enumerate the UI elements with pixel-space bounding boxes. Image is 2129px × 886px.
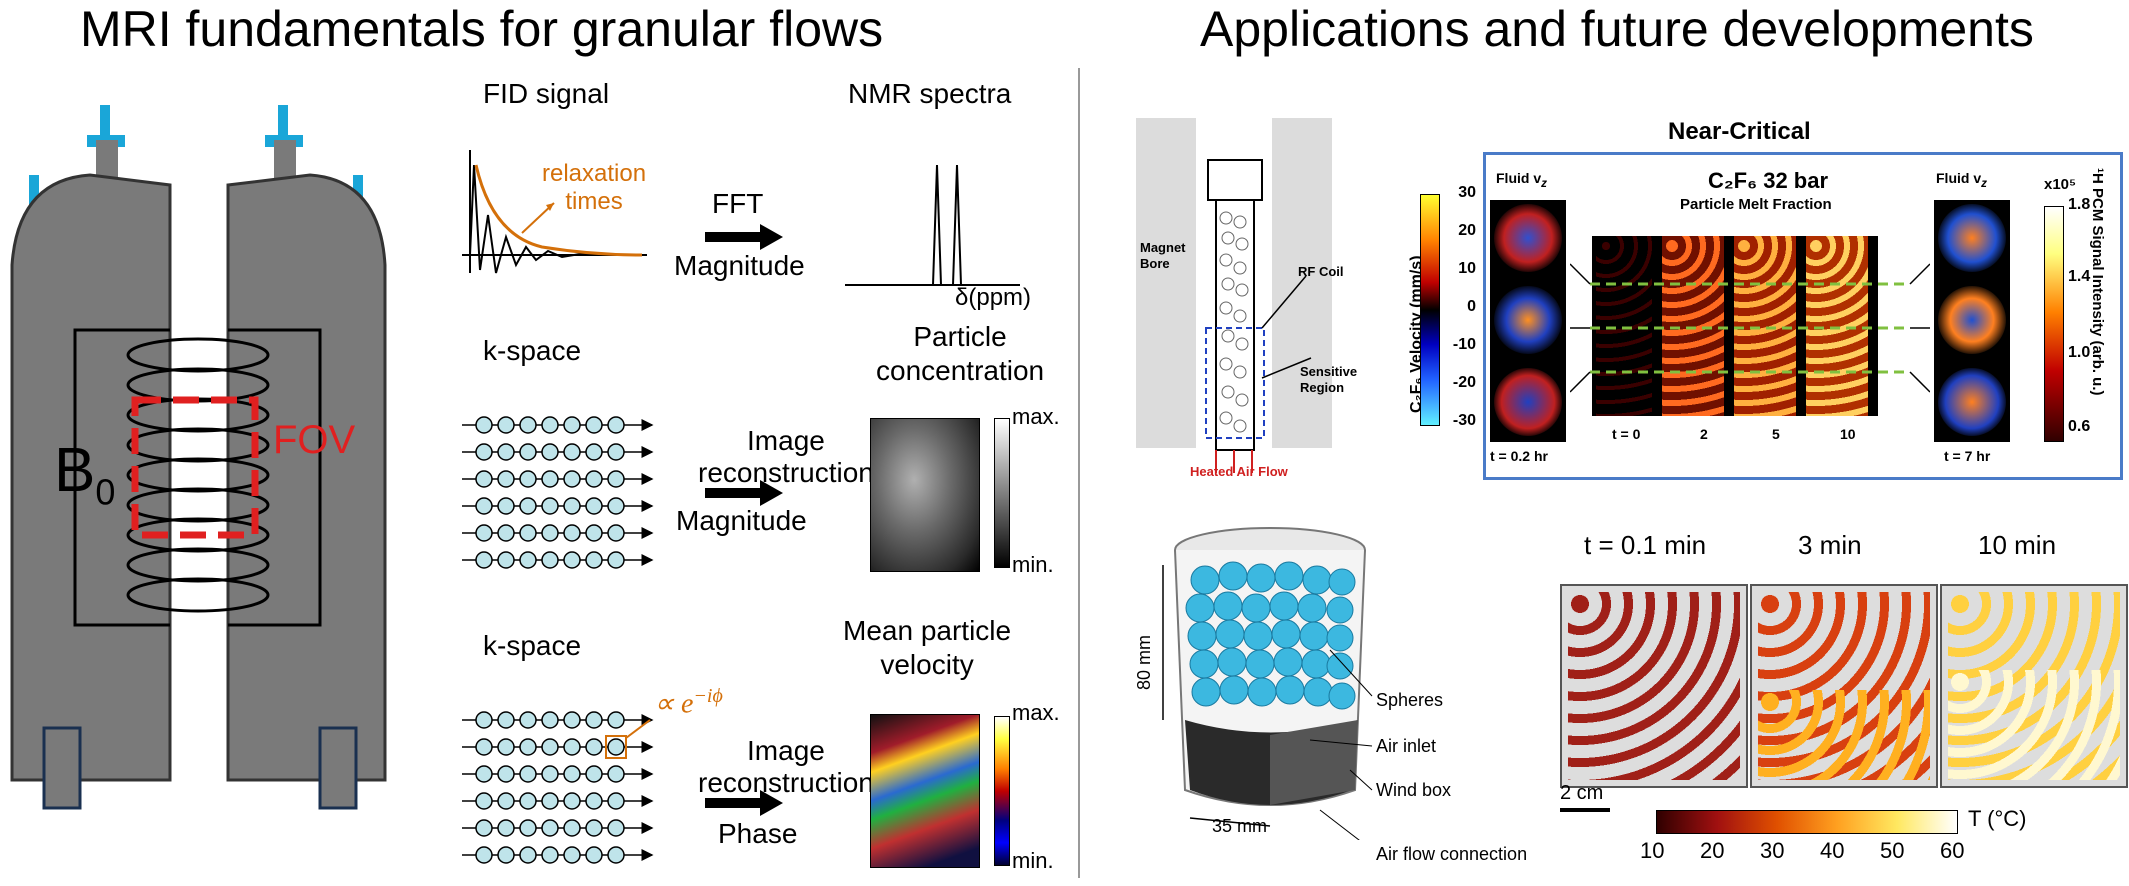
arrow-icon: [705, 790, 783, 816]
velocity-colorbar: [1420, 194, 1440, 426]
colorbar-min-1: min.: [1012, 552, 1054, 577]
melt-fraction-subtitle: Particle Melt Fraction: [1680, 196, 1832, 213]
temp-time-0: t = 0.1 min: [1584, 530, 1707, 560]
bed-width-label: 35 mm: [1212, 816, 1268, 836]
rf-coil-label: RF Coil: [1298, 264, 1344, 279]
kspace-grid-2: [462, 711, 654, 864]
time-2: 2: [1700, 426, 1708, 442]
near-critical-title: Near-Critical: [1668, 118, 1811, 145]
temp-map-0: [1560, 584, 1748, 788]
pcm-exponent: x10⁵: [2044, 176, 2077, 193]
fov-label: FOV: [273, 418, 356, 462]
velocity-image: [870, 714, 980, 868]
temp-map-2: [1940, 584, 2128, 788]
nmr-spectrum-plot: [845, 164, 1020, 286]
pcm-colorbar: [2044, 206, 2064, 442]
b0-label: B0: [54, 436, 116, 513]
concentration-image: [870, 418, 980, 572]
reactor-diagram: [1136, 118, 1332, 473]
fluid-vz-left: Fluid vz: [1496, 170, 1547, 190]
melt-fraction-image: [1592, 236, 1878, 416]
fid-signal-plot: [462, 150, 647, 274]
colorbar-min-2: min.: [1012, 848, 1054, 873]
temp-time-2: 10 min: [1978, 530, 2057, 560]
slice-markers: [1570, 263, 1930, 393]
grayscale-colorbar: [994, 418, 1010, 568]
fluid-velocity-right-image: [1934, 200, 2010, 442]
right-title: Applications and future developments: [1200, 1, 2034, 57]
temperature-colorbar: [1656, 810, 1958, 834]
scale-bar-label: 2 cm: [1560, 782, 1604, 804]
magnitude-label-1: Magnitude: [674, 250, 805, 281]
kspace-grid-1: [462, 416, 654, 569]
arrow-icon: [705, 224, 783, 250]
scale-bar: [1560, 808, 1610, 812]
near-critical-frame: [1483, 152, 2123, 480]
left-title: MRI fundamentals for granular flows: [80, 1, 884, 57]
spheres-label: Spheres: [1376, 690, 1444, 710]
temperature-ticks: 10 20 30 40 50 60: [1640, 838, 1965, 863]
kspace-heading-1: k-space: [483, 335, 582, 366]
c2f6-title: C₂F₆ 32 bar: [1708, 168, 1829, 193]
air-inlet-label: Air inlet: [1376, 736, 1437, 756]
time-10: 10: [1840, 426, 1856, 442]
fluid-vz-right: Fluid vz: [1936, 170, 1987, 190]
phase-label: Phase: [718, 818, 798, 849]
arrow-icon: [705, 480, 783, 506]
velocity-colorbar-label: C₂F₆ Velocity (mm/s): [1408, 255, 1425, 413]
pcm-colorbar-ticks: 1.8 1.4 1.0 0.6: [2068, 196, 2091, 435]
fluidized-bed-diagram: [1162, 527, 1373, 840]
temp-map-1: [1750, 584, 1938, 788]
ppm-axis-label: δ(ppm): [955, 284, 1032, 311]
phase-factor-label: ∝ e−iϕ: [654, 685, 723, 720]
time-left-label: t = 0.2 hr: [1490, 448, 1548, 464]
time-0: t = 0: [1612, 426, 1641, 442]
time-right-label: t = 7 hr: [1944, 448, 1991, 464]
velocity-colorbar-ticks: 30 20 10 0 -10 -20 -30: [1452, 184, 1476, 429]
heated-air-label: Heated Air Flow: [1190, 464, 1288, 479]
fft-label: FFT: [712, 188, 764, 219]
kspace-heading-2: k-space: [483, 630, 582, 661]
pcm-colorbar-label: ¹H PCM Signal Intensity (arb. u.): [2089, 168, 2106, 396]
air-flow-connection-label: Air flow connection: [1376, 844, 1528, 864]
colorbar-max-2: max.: [1012, 700, 1060, 725]
wind-box-label: Wind box: [1376, 780, 1452, 800]
mri-magnet-diagram: [10, 105, 387, 810]
colorbar-max-1: max.: [1012, 404, 1060, 429]
temp-time-1: 3 min: [1798, 530, 1862, 560]
nmr-heading: NMR spectra: [848, 78, 1012, 109]
fid-heading: FID signal: [483, 78, 610, 109]
magnitude-label-2: Magnitude: [676, 505, 807, 536]
time-5: 5: [1772, 426, 1780, 442]
bed-height-label: 80 mm: [1134, 634, 1154, 690]
temperature-unit: T (°C): [1968, 806, 2027, 831]
fluid-velocity-left-image: [1490, 200, 1566, 442]
phase-colorbar: [994, 716, 1010, 866]
panel-divider: [1078, 68, 1080, 878]
